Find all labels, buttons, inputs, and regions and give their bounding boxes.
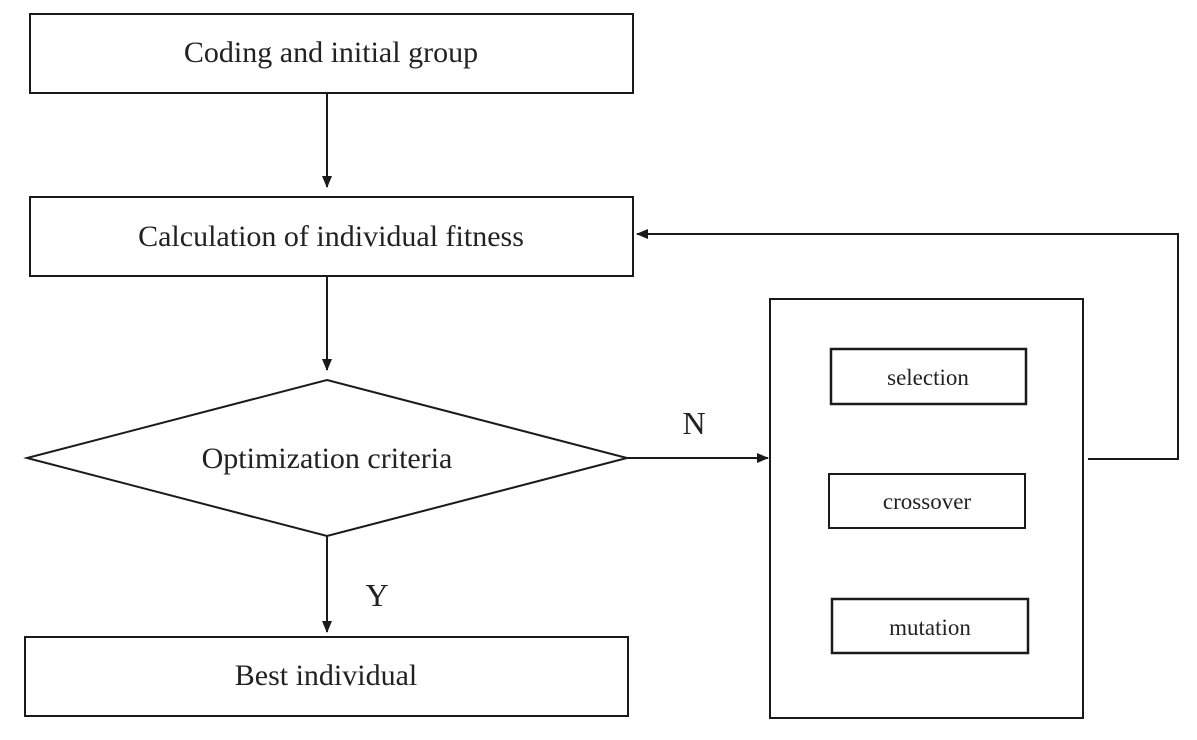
edge-label-no: N (682, 405, 705, 441)
operator-selection-label: selection (887, 365, 969, 390)
node-best-label: Best individual (235, 659, 418, 692)
arrow-operators-to-fitness (636, 229, 1179, 460)
node-coding-initial-group: Coding and initial group (29, 13, 634, 94)
node-individual-fitness: Calculation of individual fitness (29, 196, 634, 277)
node-optimization-criteria: Optimization criteria (23, 378, 631, 538)
operator-mutation: mutation (830, 597, 1030, 655)
operator-crossover: crossover (828, 473, 1026, 529)
operator-mutation-label: mutation (889, 615, 971, 640)
operators-container: selection crossover mutation (769, 298, 1084, 719)
node-criteria-label: Optimization criteria (202, 442, 453, 475)
node-best-individual: Best individual (24, 636, 629, 717)
edge-label-yes: Y (365, 577, 388, 613)
operator-crossover-label: crossover (883, 489, 971, 514)
node-fitness-label: Calculation of individual fitness (138, 220, 524, 253)
node-coding-label: Coding and initial group (184, 36, 478, 69)
operator-selection: selection (829, 347, 1028, 406)
